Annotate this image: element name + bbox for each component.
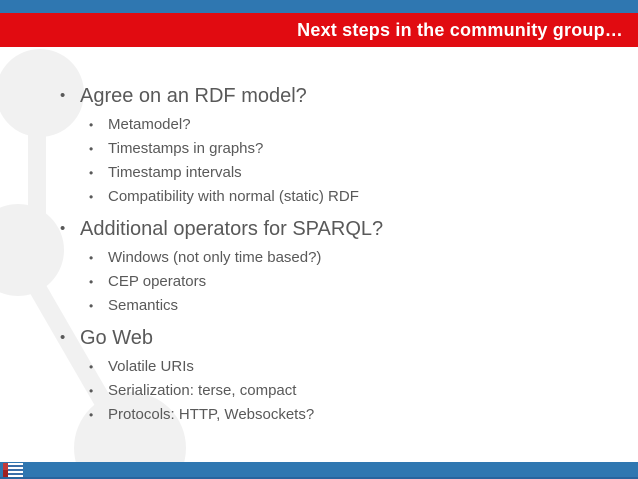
bullet-marker: • <box>89 360 94 374</box>
bullet-level2-text: Semantics <box>108 297 179 314</box>
bullet-marker: • <box>89 251 94 265</box>
bullet-marker: • <box>89 299 94 313</box>
sub-bullet-list: • Metamodel? • Timestamps in graphs? • T… <box>80 113 628 209</box>
bullet-level2: • Semantics <box>80 294 628 318</box>
bullet-level2: • Timestamp intervals <box>80 161 628 185</box>
bullet-level1-text: Go Web <box>80 327 153 349</box>
sub-bullet-list: • Volatile URIs • Serialization: terse, … <box>80 355 628 427</box>
bullet-level2: • Protocols: HTTP, Websockets? <box>80 403 628 427</box>
bullet-marker: • <box>89 142 94 156</box>
bullet-level2: • Windows (not only time based?) <box>80 246 628 270</box>
footer-logo <box>3 463 23 477</box>
bullet-level1: • Go Web • Volatile URIs • Serialization… <box>58 325 628 427</box>
bullet-level2-text: Metamodel? <box>108 116 191 133</box>
bullet-level1: • Additional operators for SPARQL? • Win… <box>58 216 628 318</box>
bottom-blue-bar <box>0 462 638 479</box>
bullet-level2-text: Timestamps in graphs? <box>108 140 264 157</box>
bullet-marker: • <box>60 220 66 237</box>
bullet-level2: • Serialization: terse, compact <box>80 379 628 403</box>
bullet-marker: • <box>89 275 94 289</box>
bullet-marker: • <box>89 118 94 132</box>
bullet-list: • Agree on an RDF model? • Metamodel? • … <box>0 47 638 427</box>
bullet-level2: • Timestamps in graphs? <box>80 137 628 161</box>
bullet-marker: • <box>60 329 66 346</box>
bullet-marker: • <box>89 190 94 204</box>
bullet-level2-text: Windows (not only time based?) <box>108 249 322 266</box>
bullet-level2: • CEP operators <box>80 270 628 294</box>
bullet-marker: • <box>89 384 94 398</box>
slide-title: Next steps in the community group… <box>297 19 623 40</box>
bullet-level2-text: CEP operators <box>108 273 207 290</box>
footer-logo-red-block <box>3 463 8 477</box>
bullet-level2-text: Serialization: terse, compact <box>108 382 297 399</box>
slide-content: • Agree on an RDF model? • Metamodel? • … <box>0 47 638 462</box>
bullet-level2-text: Compatibility with normal (static) RDF <box>108 188 359 205</box>
footer-logo-stripes <box>8 463 23 477</box>
bullet-level2-text: Timestamp intervals <box>108 164 242 181</box>
bullet-level2: • Metamodel? <box>80 113 628 137</box>
bullet-marker: • <box>89 408 94 422</box>
top-blue-bar <box>0 0 638 13</box>
bullet-level1-text: Agree on an RDF model? <box>80 85 307 107</box>
sub-bullet-list: • Windows (not only time based?) • CEP o… <box>80 246 628 318</box>
bullet-level2-text: Volatile URIs <box>108 358 194 375</box>
bullet-marker: • <box>89 166 94 180</box>
bullet-level2: • Compatibility with normal (static) RDF <box>80 185 628 209</box>
bullet-level2-text: Protocols: HTTP, Websockets? <box>108 406 315 423</box>
bullet-level1-text: Additional operators for SPARQL? <box>80 218 384 240</box>
slide-header: Next steps in the community group… <box>0 13 638 47</box>
bullet-level2: • Volatile URIs <box>80 355 628 379</box>
bullet-marker: • <box>60 87 66 104</box>
bullet-level1: • Agree on an RDF model? • Metamodel? • … <box>58 83 628 209</box>
